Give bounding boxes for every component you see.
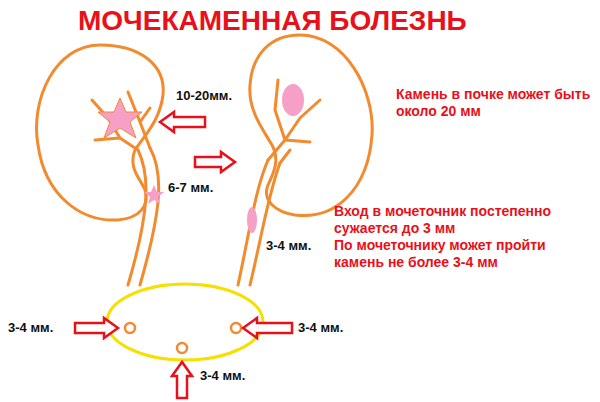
ureter-stone-star bbox=[144, 185, 164, 204]
kidney-stone-star bbox=[98, 98, 142, 138]
pointer-arrow bbox=[75, 318, 118, 338]
dimension-label: 3-4 мм. bbox=[200, 368, 245, 384]
pointer-arrow bbox=[243, 318, 292, 338]
dimension-label: 3-4 мм. bbox=[266, 238, 311, 254]
left-calyces bbox=[92, 92, 150, 150]
dimension-label: 10-20мм. bbox=[176, 88, 232, 104]
ureter-orifice bbox=[125, 323, 135, 333]
pointer-arrow bbox=[160, 112, 205, 132]
pointer-arrow bbox=[172, 362, 192, 398]
dimension-label: 6-7 мм. bbox=[168, 180, 213, 196]
pointer-arrow bbox=[195, 152, 235, 172]
dimension-label: 3-4 мм. bbox=[8, 320, 53, 336]
right-kidney bbox=[250, 35, 372, 216]
dimension-label: 3-4 мм. bbox=[298, 320, 343, 336]
diagram-title: МОЧЕКАМЕННАЯ БОЛЕЗНЬ bbox=[78, 4, 467, 38]
right-calyces bbox=[268, 80, 320, 163]
bladder bbox=[107, 284, 263, 360]
ureter-orifice bbox=[231, 323, 241, 333]
left-kidney bbox=[37, 45, 164, 220]
left-ureter bbox=[128, 148, 159, 285]
note-text: Вход в мочеточник постепенно сужается до… bbox=[334, 203, 596, 237]
note-text: По мочеточнику может пройти камень не бо… bbox=[334, 237, 596, 271]
ureter-stone bbox=[247, 207, 257, 233]
right-ureter bbox=[238, 160, 280, 285]
note-text: Камень в почке может быть около 20 мм bbox=[396, 86, 594, 120]
kidney-stone bbox=[282, 84, 304, 116]
urethra-opening bbox=[177, 343, 187, 353]
